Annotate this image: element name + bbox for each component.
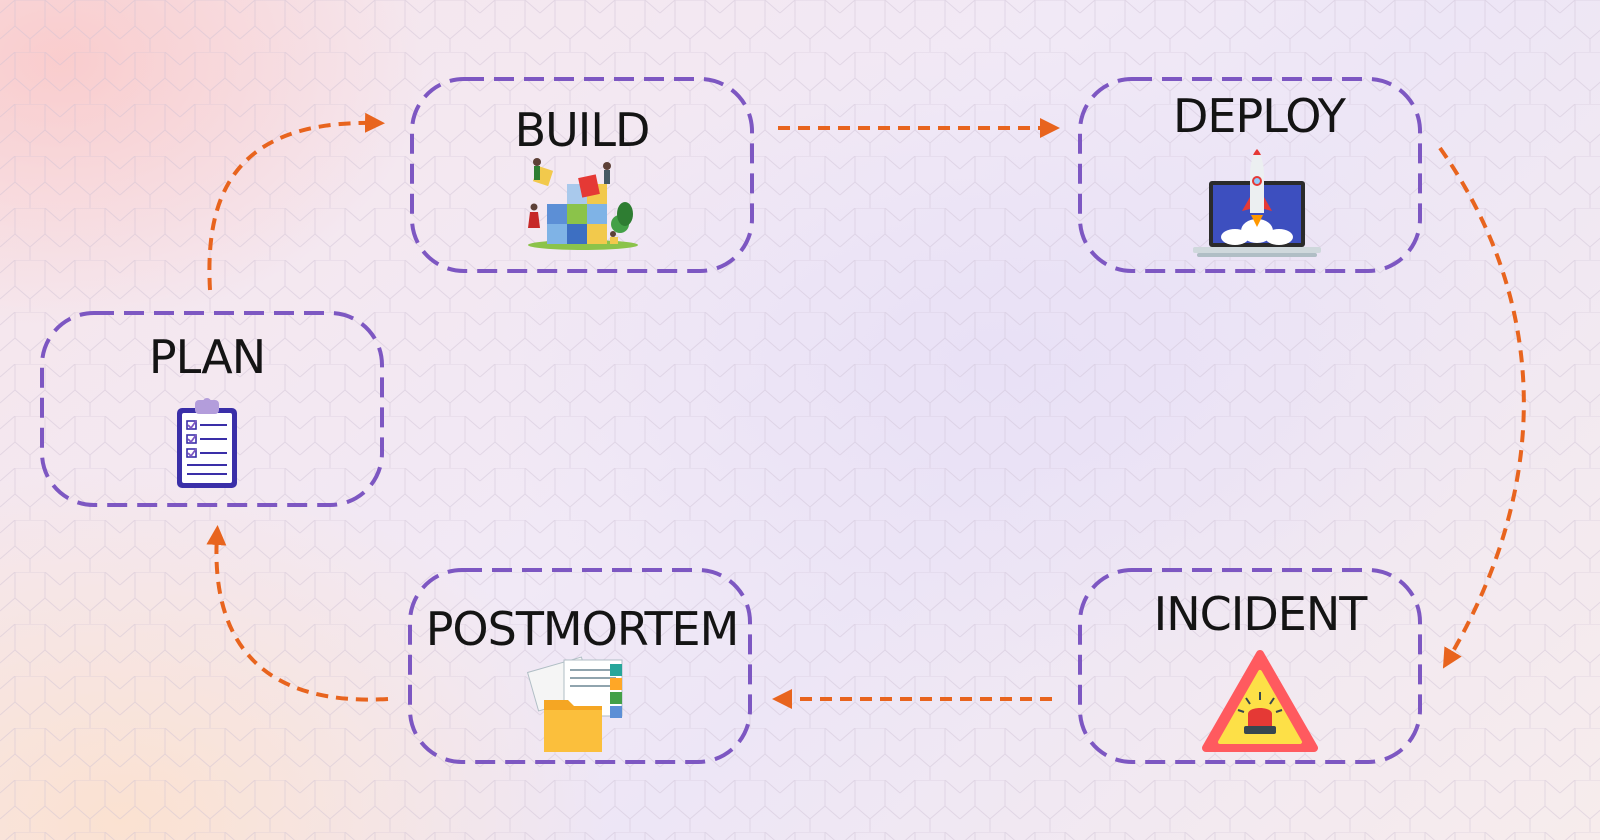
node-postmortem: POSTMORTEM bbox=[408, 568, 752, 764]
folder-documents-icon bbox=[526, 656, 623, 752]
clipboard-checklist-icon bbox=[177, 398, 237, 488]
node-deploy-label: DEPLOY bbox=[1173, 89, 1347, 143]
node-build-box bbox=[410, 77, 754, 273]
node-incident: INCIDENT bbox=[1078, 568, 1422, 764]
edge-postmortem-to-plan bbox=[206, 525, 389, 702]
node-plan-label: PLAN bbox=[149, 330, 265, 384]
edge-plan-to-build bbox=[207, 112, 385, 291]
node-build: BUILD bbox=[410, 77, 754, 273]
laptop-rocket-icon bbox=[1193, 149, 1321, 257]
alarm-warning-icon bbox=[1202, 650, 1318, 752]
node-postmortem-label: POSTMORTEM bbox=[426, 602, 739, 656]
node-plan: PLAN bbox=[40, 311, 384, 507]
node-deploy-box bbox=[1078, 77, 1422, 273]
node-plan-box bbox=[40, 311, 384, 507]
edge-deploy-to-incident bbox=[1438, 146, 1526, 669]
node-deploy: DEPLOY bbox=[1078, 77, 1422, 273]
node-incident-label: INCIDENT bbox=[1154, 587, 1369, 641]
puzzle-team-icon bbox=[528, 158, 638, 250]
node-incident-box bbox=[1078, 568, 1422, 764]
node-postmortem-box bbox=[408, 568, 752, 764]
node-build-label: BUILD bbox=[515, 103, 650, 157]
